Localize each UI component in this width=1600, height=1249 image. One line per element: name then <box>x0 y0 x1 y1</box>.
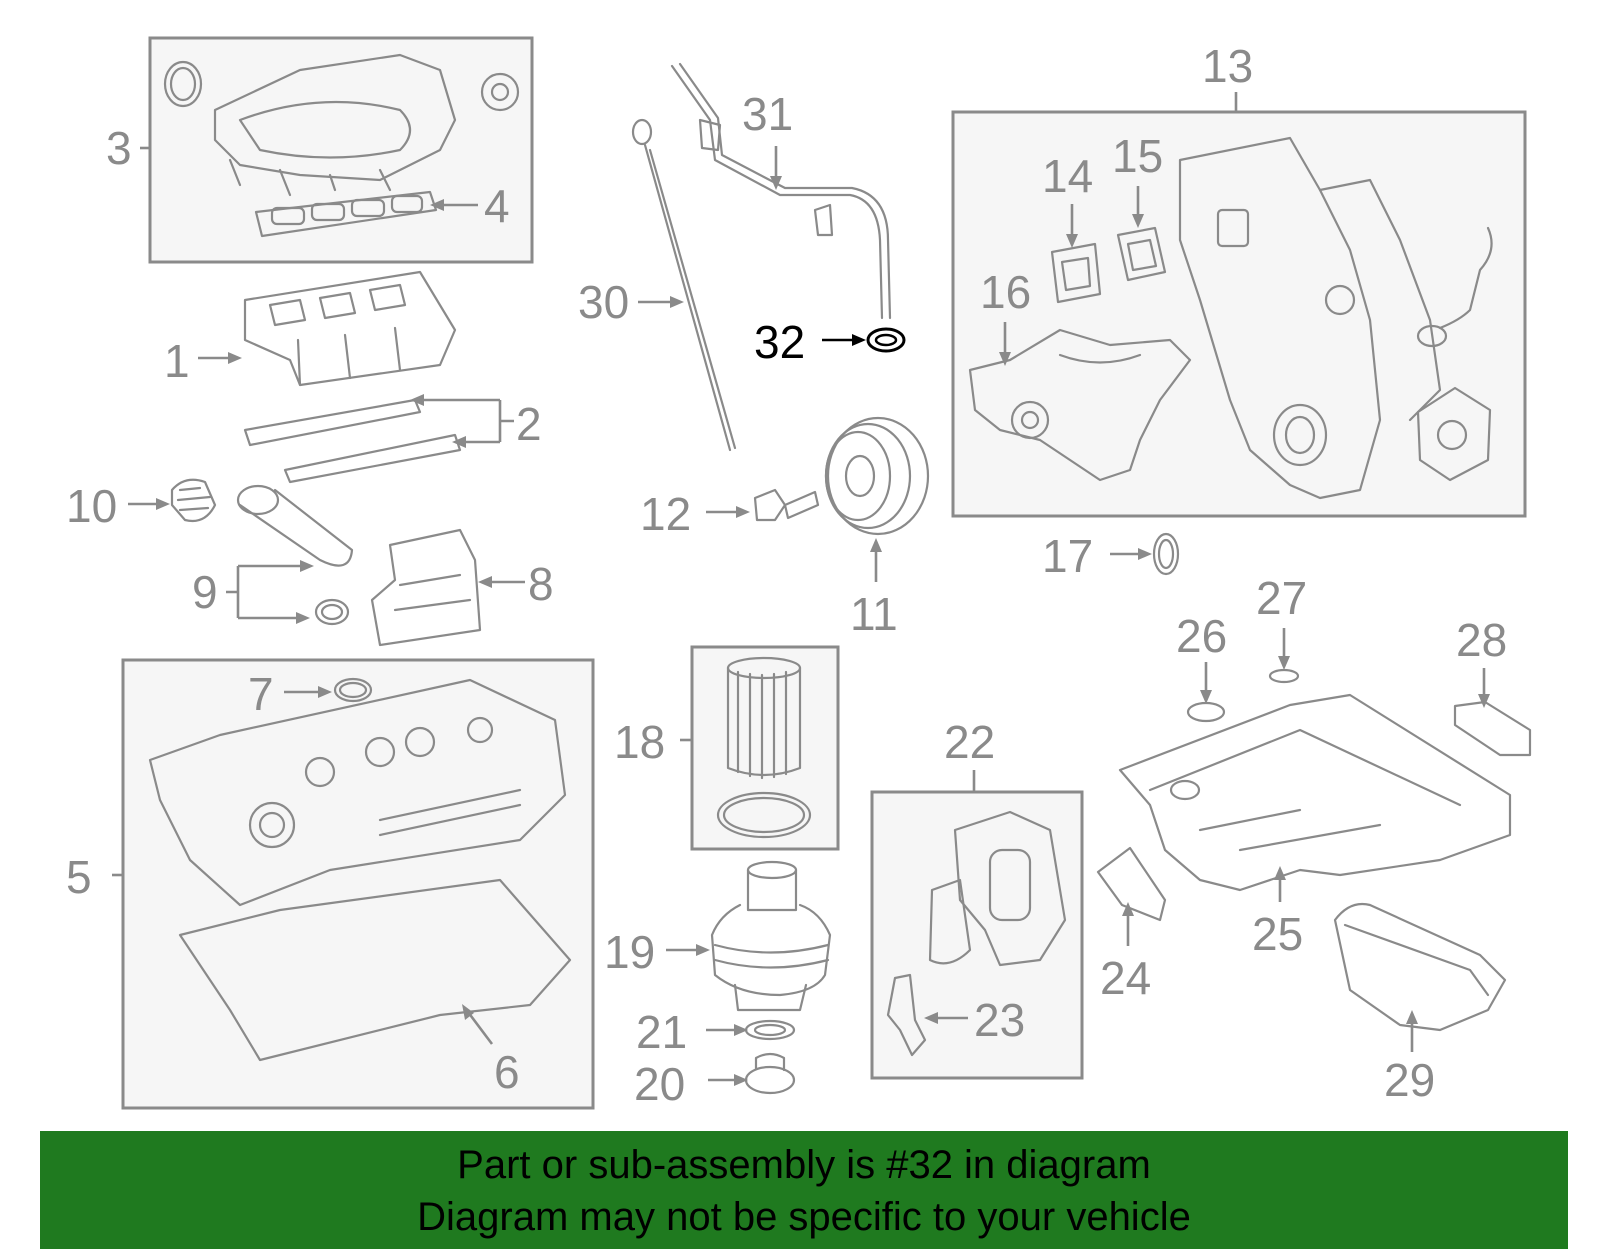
part-oil-pan-lower <box>1333 902 1507 1032</box>
part-water-pump <box>968 328 1192 482</box>
callout-25[interactable]: 25 <box>1252 908 1303 960</box>
part-intake-manifold <box>243 270 457 387</box>
callout-24[interactable]: 24 <box>1100 952 1151 1004</box>
part-dipstick-guide <box>670 62 892 320</box>
callout-22[interactable]: 22 <box>944 716 995 768</box>
assembly-box-3 <box>148 36 534 264</box>
callout-1[interactable]: 1 <box>164 335 190 387</box>
part-pulley-bolt <box>753 488 820 522</box>
callout-31[interactable]: 31 <box>742 88 793 140</box>
part-dipstick <box>631 118 737 452</box>
part-oil-filter-element <box>716 656 812 839</box>
part-filter-bracket <box>928 810 1067 967</box>
callout-9[interactable]: 9 <box>192 566 218 618</box>
callout-18[interactable]: 18 <box>614 716 665 768</box>
part-timing-cover <box>1178 136 1442 500</box>
callout-26[interactable]: 26 <box>1176 610 1227 662</box>
callout-15[interactable]: 15 <box>1112 130 1163 182</box>
assembly-box-18 <box>690 645 840 851</box>
leaders <box>112 92 1490 1086</box>
banner-line-part: Part or sub-assembly is #32 in diagram <box>457 1143 1151 1187</box>
part-oil-filler-tube <box>236 484 354 626</box>
part-baffle-28 <box>1453 700 1532 757</box>
callout-13[interactable]: 13 <box>1202 40 1253 92</box>
assembly-box-22 <box>870 790 1084 1080</box>
callout-21[interactable]: 21 <box>636 1006 687 1058</box>
part-valve-cover <box>148 678 567 907</box>
part-manifold-gaskets <box>243 398 462 484</box>
callout-4[interactable]: 4 <box>484 180 510 232</box>
part-intake-plenum <box>163 53 520 197</box>
part-sensor-23 <box>886 973 927 1057</box>
part-oil-pump-cover <box>1416 386 1492 482</box>
callout-5[interactable]: 5 <box>66 851 92 903</box>
callout-6[interactable]: 6 <box>494 1046 520 1098</box>
callout-23[interactable]: 23 <box>974 994 1025 1046</box>
part-drain-plug-20 <box>744 1052 796 1095</box>
callout-2[interactable]: 2 <box>516 398 542 450</box>
part-oil-o-ring-26 <box>1186 701 1226 723</box>
part-engine-cover <box>370 528 482 647</box>
part-drain-gasket-21 <box>744 1019 796 1041</box>
callout-14[interactable]: 14 <box>1042 150 1093 202</box>
assembly-box-5 <box>121 658 595 1110</box>
part-o-ring-17 <box>1152 532 1180 576</box>
part-oil-o-ring-27 <box>1268 668 1300 684</box>
part-gasket-14 <box>1050 242 1102 304</box>
callout-20[interactable]: 20 <box>634 1058 685 1110</box>
callout-28[interactable]: 28 <box>1456 614 1507 666</box>
part-gasket-24 <box>1096 846 1167 922</box>
callout-32[interactable]: 32 <box>754 316 805 368</box>
part-crank-pulley <box>824 416 930 536</box>
callout-30[interactable]: 30 <box>578 276 629 328</box>
info-banner: Part or sub-assembly is #32 in diagram D… <box>40 1131 1568 1249</box>
callout-19[interactable]: 19 <box>604 926 655 978</box>
callout-17[interactable]: 17 <box>1042 530 1093 582</box>
part-gasket-15 <box>1116 226 1167 282</box>
part-oil-filler-cap <box>170 478 217 523</box>
part-oil-tube-13 <box>1416 226 1493 348</box>
part-filter-housing-cap <box>710 860 832 1012</box>
part-plenum-gasket <box>254 190 438 238</box>
callout-16[interactable]: 16 <box>980 266 1031 318</box>
banner-line-disclaimer: Diagram may not be specific to your vehi… <box>417 1195 1191 1239</box>
callout-8[interactable]: 8 <box>528 558 554 610</box>
part-valve-cover-gasket <box>178 878 572 1062</box>
callout-12[interactable]: 12 <box>640 488 691 540</box>
callout-27[interactable]: 27 <box>1256 572 1307 624</box>
callout-11[interactable]: 11 <box>850 588 898 640</box>
callout-labels: 3 4 1 2 10 9 8 7 5 6 30 31 32 12 11 13 1… <box>66 40 1507 1110</box>
assembly-box-13 <box>951 110 1527 518</box>
callout-3[interactable]: 3 <box>106 122 132 174</box>
callout-7[interactable]: 7 <box>248 668 274 720</box>
callout-29[interactable]: 29 <box>1384 1054 1435 1106</box>
callout-10[interactable]: 10 <box>66 480 117 532</box>
part-32-gasket-highlight <box>866 327 906 353</box>
part-oil-pan-upper <box>1118 693 1512 892</box>
part-o-ring-7 <box>333 677 373 703</box>
